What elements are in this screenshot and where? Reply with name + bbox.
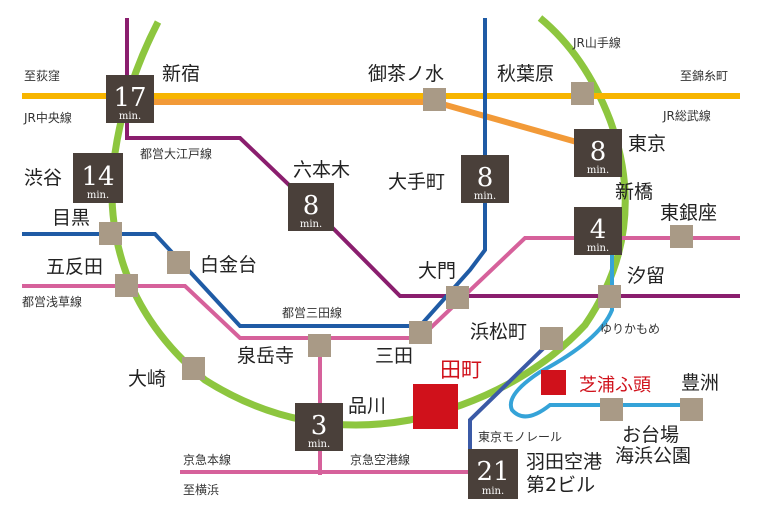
label-daimon: 大門 — [418, 260, 456, 282]
dest-yokohama: 至横浜 — [183, 483, 219, 497]
time-haneda: 21 — [476, 457, 509, 487]
chuo-label: JR中央線 — [23, 110, 72, 125]
label-shibaura-futo: 芝浦ふ頭 — [579, 375, 651, 396]
label-osaki: 大崎 — [128, 368, 166, 390]
time-unit: min. — [308, 439, 330, 450]
time-box-shibuya: 14 min. — [73, 153, 123, 203]
label-haneda-1: 羽田空港 — [526, 451, 602, 473]
time-box-shinagawa: 3 min. — [295, 403, 343, 451]
time-box-shinjuku: 17 min. — [106, 75, 154, 123]
time-shinjuku: 17 — [113, 83, 146, 113]
time-unit: min. — [119, 111, 141, 122]
station-toyosu — [680, 398, 703, 421]
station-higashiginza — [670, 225, 693, 248]
keikyu-airport-label: 京急空港線 — [350, 452, 410, 467]
label-shirokanedai: 白金台 — [200, 254, 257, 276]
label-tamachi: 田町 — [440, 358, 482, 382]
yamanote-label: JR山手線 — [572, 35, 621, 50]
yurikamome-line — [508, 255, 690, 419]
label-shinagawa: 品川 — [348, 395, 386, 417]
time-unit: min. — [587, 243, 609, 254]
label-toyosu: 豊洲 — [681, 372, 719, 394]
sobu-label: JR総武線 — [662, 108, 711, 123]
label-odaiba-1: お台場 — [622, 424, 679, 446]
station-gotanda — [115, 274, 138, 297]
time-unit: min. — [482, 486, 504, 497]
time-unit: min. — [474, 191, 496, 202]
label-shiodome: 汐留 — [627, 265, 665, 287]
label-odaiba-2: 海浜公園 — [615, 445, 691, 467]
label-roppongi: 六本木 — [293, 159, 350, 181]
time-box-haneda: 21 min. — [468, 449, 518, 499]
label-tokyo: 東京 — [628, 133, 666, 155]
monorail-label: 東京モノレール — [478, 430, 562, 444]
label-ochanomizu: 御茶ノ水 — [368, 63, 444, 85]
time-box-otemachi: 8 min. — [461, 155, 509, 203]
station-osaki — [182, 357, 205, 380]
station-tamachi-highlight — [413, 384, 458, 429]
station-ochanomizu — [423, 88, 446, 111]
time-box-shinbashi: 4 min. — [574, 207, 622, 255]
oedo-label: 都営大江戸線 — [140, 146, 212, 161]
time-tokyo: 8 — [590, 137, 607, 167]
label-akihabara: 秋葉原 — [497, 63, 554, 85]
mita-line-label: 都営三田線 — [282, 305, 342, 320]
label-shibuya: 渋谷 — [24, 167, 62, 189]
asakusa-label: 都営浅草線 — [22, 294, 82, 309]
label-higashiginza: 東銀座 — [660, 202, 717, 224]
station-hamamatsucho — [540, 327, 563, 350]
station-odaiba — [600, 398, 623, 421]
dest-ogikubo: 至荻窪 — [24, 68, 60, 83]
time-unit: min. — [300, 219, 322, 230]
station-shibaura-highlight — [541, 370, 566, 395]
label-meguro: 目黒 — [52, 207, 90, 229]
station-akihabara — [571, 82, 594, 105]
yurikamome-label: ゆりかもめ — [600, 322, 660, 336]
station-mita — [409, 321, 432, 344]
time-unit: min. — [87, 190, 109, 201]
label-gotanda: 五反田 — [46, 256, 103, 278]
sobu-orange-line — [120, 99, 606, 153]
time-shibuya: 14 — [81, 162, 114, 192]
time-shinagawa: 3 — [311, 411, 328, 441]
label-haneda-2: 第2ビル — [526, 474, 595, 496]
time-box-roppongi: 8 min. — [288, 183, 334, 231]
label-sengakuji: 泉岳寺 — [237, 345, 294, 367]
station-sengakuji — [308, 334, 331, 357]
station-daimon — [446, 286, 469, 309]
label-shinjuku: 新宿 — [162, 63, 200, 85]
keikyu-main-label: 京急本線 — [183, 452, 231, 467]
label-mita: 三田 — [375, 345, 413, 367]
label-hamamatsucho: 浜松町 — [470, 321, 527, 343]
time-roppongi: 8 — [303, 191, 320, 221]
station-shirokanedai — [167, 251, 190, 274]
station-shiodome — [598, 285, 621, 308]
station-meguro — [99, 222, 122, 245]
time-unit: min. — [587, 165, 609, 176]
label-otemachi: 大手町 — [388, 171, 445, 193]
label-shinbashi: 新橋 — [615, 181, 653, 203]
dest-kinshicho: 至錦糸町 — [680, 68, 728, 83]
monorail-line — [468, 338, 554, 455]
time-otemachi: 8 — [477, 163, 494, 193]
time-shinbashi: 4 — [590, 215, 607, 245]
time-box-tokyo: 8 min. — [574, 129, 622, 177]
